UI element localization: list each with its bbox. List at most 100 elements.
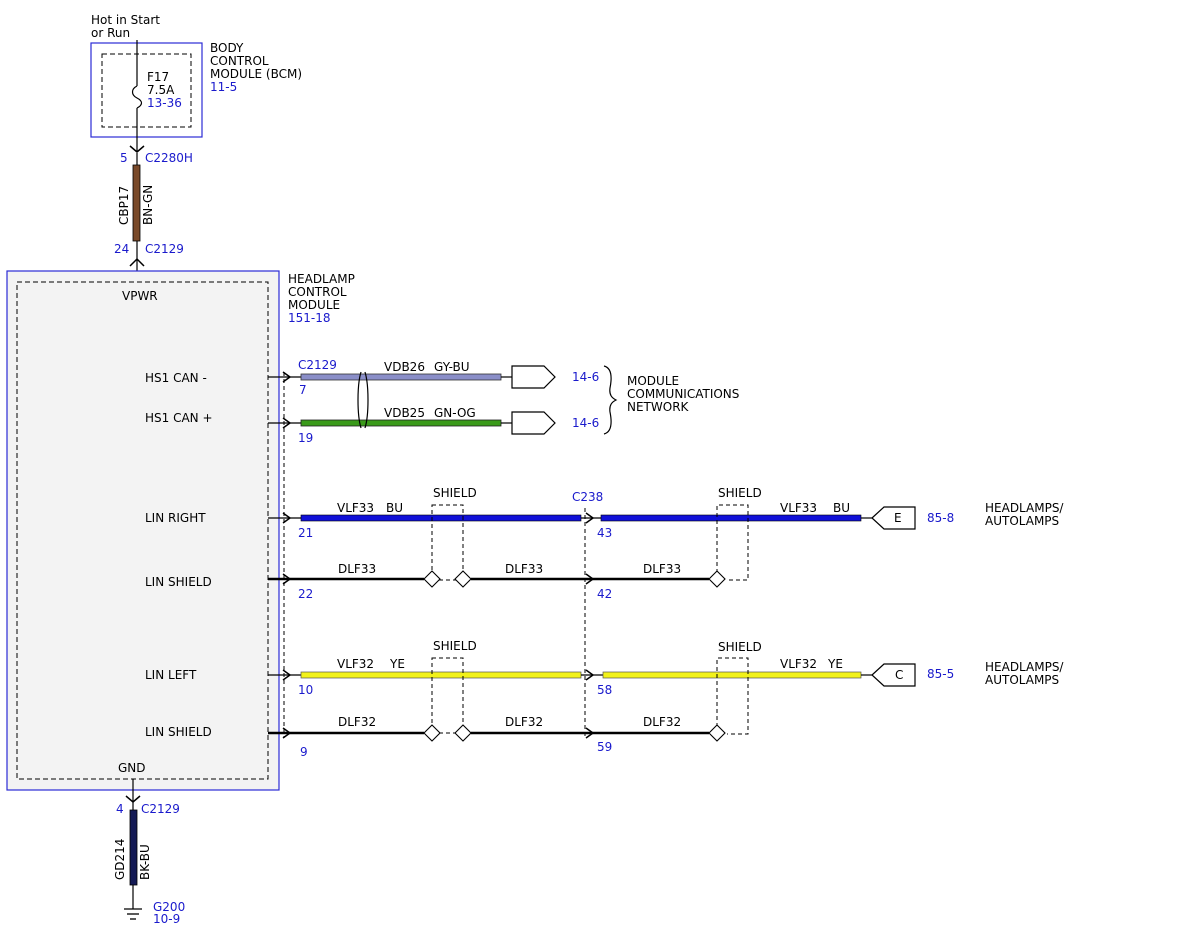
lin-right-dest-letter: E <box>894 511 902 525</box>
can-plus-continuation-marker[interactable] <box>511 411 556 435</box>
bcm-module: F17 7.5A 13-36 BODY CONTROL MODULE (BCM)… <box>90 40 302 152</box>
lin-right-pin-right: 43 <box>597 526 612 540</box>
hcm-pin-hs1-can-plus: HS1 CAN + <box>145 411 213 425</box>
fuse-name: F17 <box>147 70 169 84</box>
bcm-name-line3: MODULE (BCM) <box>210 67 302 81</box>
ground-point[interactable]: G200 <box>153 900 185 914</box>
bcm-outer-box <box>90 42 203 138</box>
lin-right-color-right: BU <box>833 501 850 515</box>
lin-left-pin-left: 10 <box>298 683 313 697</box>
hcm-pin-hs1-can-minus: HS1 CAN - <box>145 371 207 385</box>
wire-vlf32-right[interactable] <box>602 671 862 679</box>
lin-right-shield-circuit-left: DLF33 <box>338 562 376 576</box>
connector-chevron-icon <box>125 795 141 803</box>
lin-left-shield-circuit-right: DLF32 <box>643 715 681 729</box>
lin-left-dest-line2: AUTOLAMPS <box>985 673 1059 687</box>
shield-left-right-box <box>716 657 749 735</box>
ground-wire-color: BK-BU <box>138 844 152 880</box>
shield-termination-icon <box>708 570 726 588</box>
can-minus-color: GY-BU <box>434 360 470 374</box>
ground-wire-circuit: GD214 <box>113 839 127 880</box>
hcm-vpwr: VPWR <box>122 289 158 303</box>
fuse-ref[interactable]: 13-36 <box>147 96 182 110</box>
lin-right-dest-line2: AUTOLAMPS <box>985 514 1059 528</box>
can-plus-ref[interactable]: 14-6 <box>572 416 599 430</box>
lin-right-shield-pin-left: 22 <box>298 587 313 601</box>
ground-pin: 4 <box>116 802 124 816</box>
lin-right-shield-circuit-right: DLF33 <box>643 562 681 576</box>
lin-left-shield-circuit-left: DLF32 <box>338 715 376 729</box>
lin-right-dest-ref[interactable]: 85-8 <box>927 511 954 525</box>
ground-ref[interactable]: 10-9 <box>153 912 180 926</box>
lin-left-shield-pin-right: 59 <box>597 740 612 754</box>
shield-right-right-box <box>716 504 749 581</box>
can-connector[interactable]: C2129 <box>298 358 337 372</box>
shield-right-left-box <box>431 504 464 581</box>
lin-right-dest-line1: HEADLAMPS/ <box>985 501 1064 515</box>
lin-right-pin-left: 21 <box>298 526 313 540</box>
network-line3: NETWORK <box>627 400 690 414</box>
lin-right-continuation-marker[interactable] <box>871 506 916 530</box>
lin-right-circuit-left: VLF33 <box>337 501 374 515</box>
lin-right-shield-circuit-mid: DLF33 <box>505 562 543 576</box>
wire-vdb26[interactable] <box>300 373 502 381</box>
connector-chevron-icon <box>282 371 292 383</box>
can-minus-pin: 7 <box>299 383 307 397</box>
shield-termination-icon <box>708 724 726 742</box>
can-minus-continuation-marker[interactable] <box>511 365 556 389</box>
lin-right-circuit: VLF33 BU 21 C238 43 VLF33 BU E 85-8 HEAD… <box>268 486 1064 738</box>
power-source: Hot in Start or Run <box>91 13 160 40</box>
c238-connector[interactable]: C238 <box>572 490 603 504</box>
c2129-vpwr-connector[interactable]: C2129 <box>145 242 184 256</box>
can-minus-circuit: VDB26 <box>384 360 425 374</box>
bcm-ref[interactable]: 11-5 <box>210 80 237 94</box>
connector-chevron-icon <box>282 669 292 681</box>
lin-left-circuit-right: VLF32 <box>780 657 817 671</box>
headlamp-control-module: VPWR GND HS1 CAN - HS1 CAN + LIN RIGHT L… <box>6 270 355 791</box>
c2280h-connector[interactable]: C2280H <box>145 151 193 165</box>
wire-vlf33-left[interactable] <box>300 514 582 522</box>
connector-chevron-icon <box>282 417 292 429</box>
feed-wire-circuit: CBP17 <box>117 186 131 225</box>
hcm-ref[interactable]: 151-18 <box>288 311 331 325</box>
fuse-rating: 7.5A <box>147 83 175 97</box>
shield-termination-icon <box>423 570 441 588</box>
shield-left-left-box <box>431 657 464 734</box>
hcm-outer-box <box>6 270 280 791</box>
lin-left-dest-line1: HEADLAMPS/ <box>985 660 1064 674</box>
shield-termination-icon <box>454 570 472 588</box>
wire-vlf33-right[interactable] <box>600 514 862 522</box>
c2129-vpwr-pin: 24 <box>114 242 129 256</box>
connector-chevron-icon <box>282 512 292 524</box>
lin-left-shield-circuit-mid: DLF32 <box>505 715 543 729</box>
lin-right-circuit-right: VLF33 <box>780 501 817 515</box>
lin-left-dest-ref[interactable]: 85-5 <box>927 667 954 681</box>
feed-wire-cbp17[interactable] <box>132 164 141 242</box>
lin-right-shield-pin-right: 42 <box>597 587 612 601</box>
brace-icon <box>603 365 618 435</box>
can-plus-pin: 19 <box>298 431 313 445</box>
wire-vlf32-left[interactable] <box>300 671 582 679</box>
ground-connector[interactable]: C2129 <box>141 802 180 816</box>
connector-chevron-icon <box>282 573 292 585</box>
power-label-line2: or Run <box>91 26 130 40</box>
feed-wire-color: BN-GN <box>141 185 155 225</box>
connector-chevron-icon <box>129 257 145 267</box>
shield-label: SHIELD <box>718 486 762 500</box>
hcm-name-line3: MODULE <box>288 298 340 312</box>
wire-gd214[interactable] <box>129 809 138 886</box>
bcm-name-line1: BODY <box>210 41 244 55</box>
can-plus-color: GN-OG <box>434 406 476 420</box>
can-plus-circuit: VDB25 <box>384 406 425 420</box>
shield-termination-icon <box>423 724 441 742</box>
connector-chevron-icon <box>282 727 292 739</box>
lin-right-color-left: BU <box>386 501 403 515</box>
wire-vdb25[interactable] <box>300 419 502 427</box>
lin-left-circuit: VLF32 YE 10 58 VLF32 YE C 85-5 HEADLAMPS… <box>268 639 1064 759</box>
can-minus-ref[interactable]: 14-6 <box>572 370 599 384</box>
hcm-pin-lin-right: LIN RIGHT <box>145 511 206 525</box>
shield-termination-icon <box>454 724 472 742</box>
lin-left-continuation-marker[interactable] <box>871 663 916 687</box>
c2280h-pin: 5 <box>120 151 128 165</box>
lin-left-dest-letter: C <box>895 668 903 682</box>
